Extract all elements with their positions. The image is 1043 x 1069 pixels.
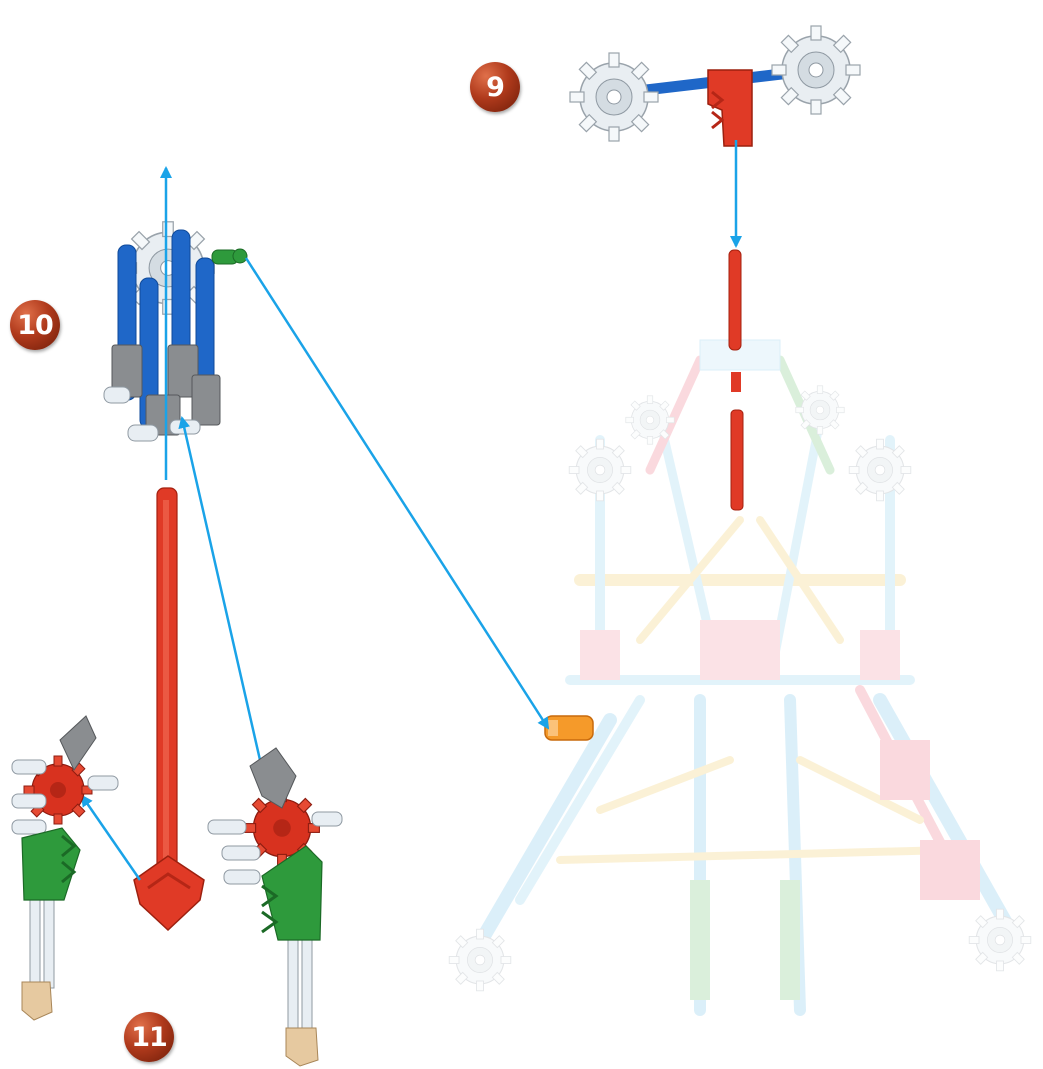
step-9-assembly [570, 26, 860, 146]
red-rod-step-11 [134, 488, 204, 930]
orange-coupler-icon [545, 716, 593, 740]
step-number-10-badge: 10 [10, 300, 60, 350]
green-connector-icon [212, 249, 247, 264]
step-number-11-badge: 11 [124, 1012, 174, 1062]
step-11-right-assembly [208, 748, 342, 1066]
arrow-11-left [82, 796, 140, 880]
white-gear-connector-icon [772, 26, 860, 114]
tan-clip-icon [22, 982, 52, 1020]
step-11-left-assembly [12, 716, 118, 1020]
gray-clip-icon [60, 716, 96, 770]
red-elbow-connector-icon [708, 70, 752, 146]
arrow-10-to-coupler [246, 258, 548, 728]
red-rod-tower [729, 250, 743, 510]
step-10-assembly [104, 222, 247, 441]
arrow-11-center [182, 418, 260, 760]
white-gear-connector-icon [570, 53, 658, 141]
tan-clip-icon [286, 1028, 318, 1066]
gray-clip-icon [250, 748, 296, 808]
step-number-9-badge: 9 [470, 62, 520, 112]
